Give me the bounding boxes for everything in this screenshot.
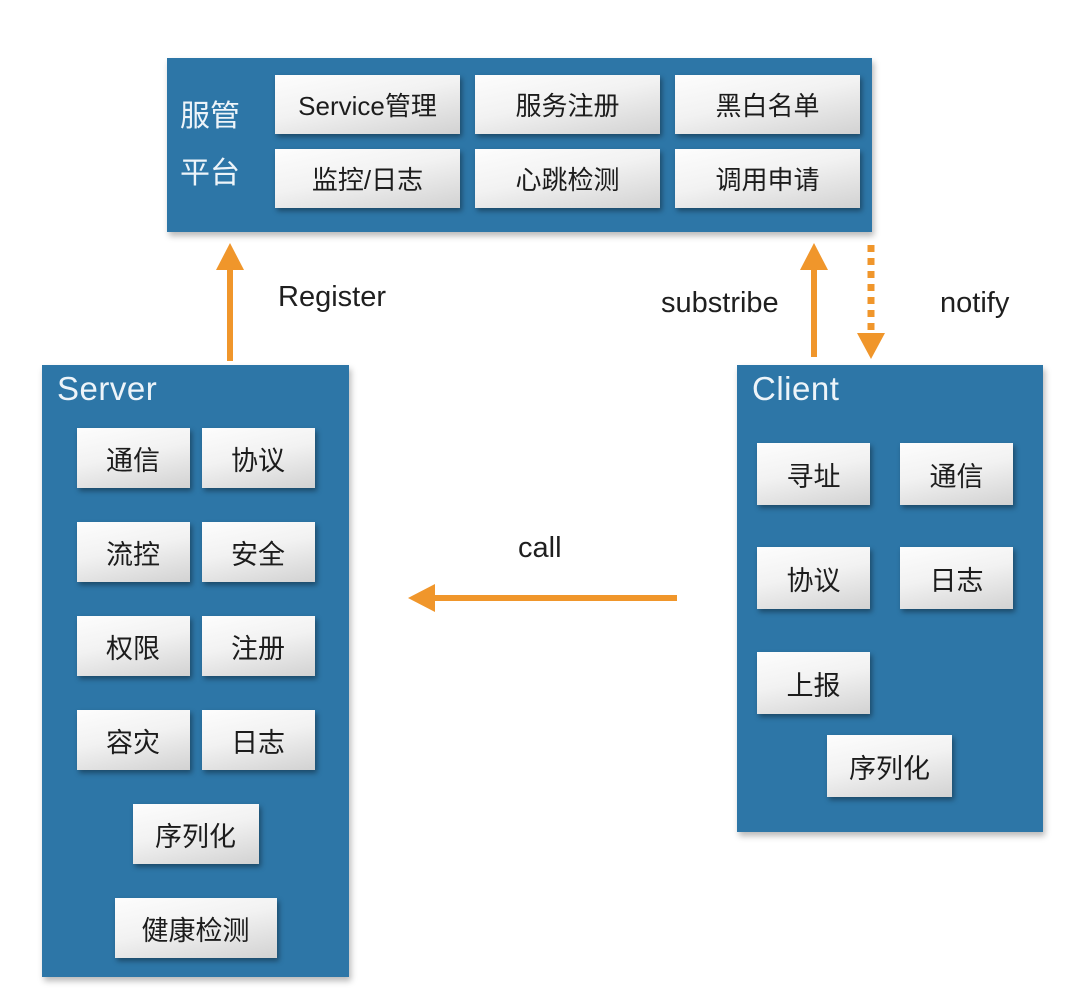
platform-button-service-register: 服务注册	[475, 75, 660, 134]
server-row-2: 流控 安全	[76, 522, 315, 582]
client-module-comm: 通信	[900, 443, 1013, 505]
server-row-5: 序列化	[132, 804, 259, 864]
register-label: Register	[278, 281, 386, 313]
platform-button-call-apply: 调用申请	[675, 149, 860, 208]
client-title: Client	[752, 370, 840, 407]
platform-button-grid: Service管理 服务注册 黑白名单 监控/日志 心跳检测 调用申请	[275, 75, 860, 208]
client-module-addressing: 寻址	[757, 443, 870, 505]
server-module-security: 安全	[201, 522, 315, 582]
register-arrow	[216, 243, 244, 361]
subscribe-arrow	[800, 243, 828, 357]
client-row-2: 协议 日志	[737, 547, 1013, 609]
server-panel: Server 通信 协议 流控 安全 权限 注册 容灾 日志 序列化 健康检	[42, 365, 349, 977]
call-arrow	[408, 584, 677, 612]
server-title: Server	[57, 370, 158, 407]
notify-dashed-arrow	[857, 245, 885, 359]
subscribe-label: substribe	[661, 287, 779, 319]
client-row-3: 上报	[737, 652, 870, 714]
server-module-disaster-recovery: 容灾	[76, 710, 190, 770]
server-module-flow-control: 流控	[76, 522, 190, 582]
platform-label: 服管平台	[180, 58, 244, 232]
platform-button-heartbeat-check: 心跳检测	[475, 149, 660, 208]
client-row-1: 寻址 通信	[737, 443, 1013, 505]
client-module-log: 日志	[900, 547, 1013, 609]
server-row-6: 健康检测	[114, 898, 277, 958]
server-module-permission: 权限	[76, 616, 190, 676]
server-row-1: 通信 协议	[76, 428, 315, 488]
platform-button-blackwhite-list: 黑白名单	[675, 75, 860, 134]
server-module-log: 日志	[201, 710, 315, 770]
client-row-4: 序列化	[737, 735, 952, 797]
platform-button-service-mgmt: Service管理	[275, 75, 460, 134]
server-row-3: 权限 注册	[76, 616, 315, 676]
client-button-rows: 寻址 通信 协议 日志 上报 序列化	[737, 443, 1043, 797]
client-module-serialization: 序列化	[827, 735, 952, 797]
client-panel: Client 寻址 通信 协议 日志 上报 序列化	[737, 365, 1043, 832]
server-module-serialization: 序列化	[132, 804, 259, 864]
server-module-register: 注册	[201, 616, 315, 676]
client-module-report: 上报	[757, 652, 870, 714]
server-module-health-check: 健康检测	[114, 898, 277, 958]
server-row-4: 容灾 日志	[76, 710, 315, 770]
server-module-comm: 通信	[76, 428, 190, 488]
notify-label: notify	[940, 287, 1010, 319]
call-label: call	[518, 532, 562, 564]
server-module-protocol: 协议	[201, 428, 315, 488]
platform-panel: 服管平台 Service管理 服务注册 黑白名单 监控/日志 心跳检测 调用申请	[167, 58, 872, 232]
platform-label-text: 服管平台	[180, 100, 240, 190]
platform-button-monitor-log: 监控/日志	[275, 149, 460, 208]
server-button-rows: 通信 协议 流控 安全 权限 注册 容灾 日志 序列化 健康检测	[42, 428, 349, 958]
client-module-protocol: 协议	[757, 547, 870, 609]
